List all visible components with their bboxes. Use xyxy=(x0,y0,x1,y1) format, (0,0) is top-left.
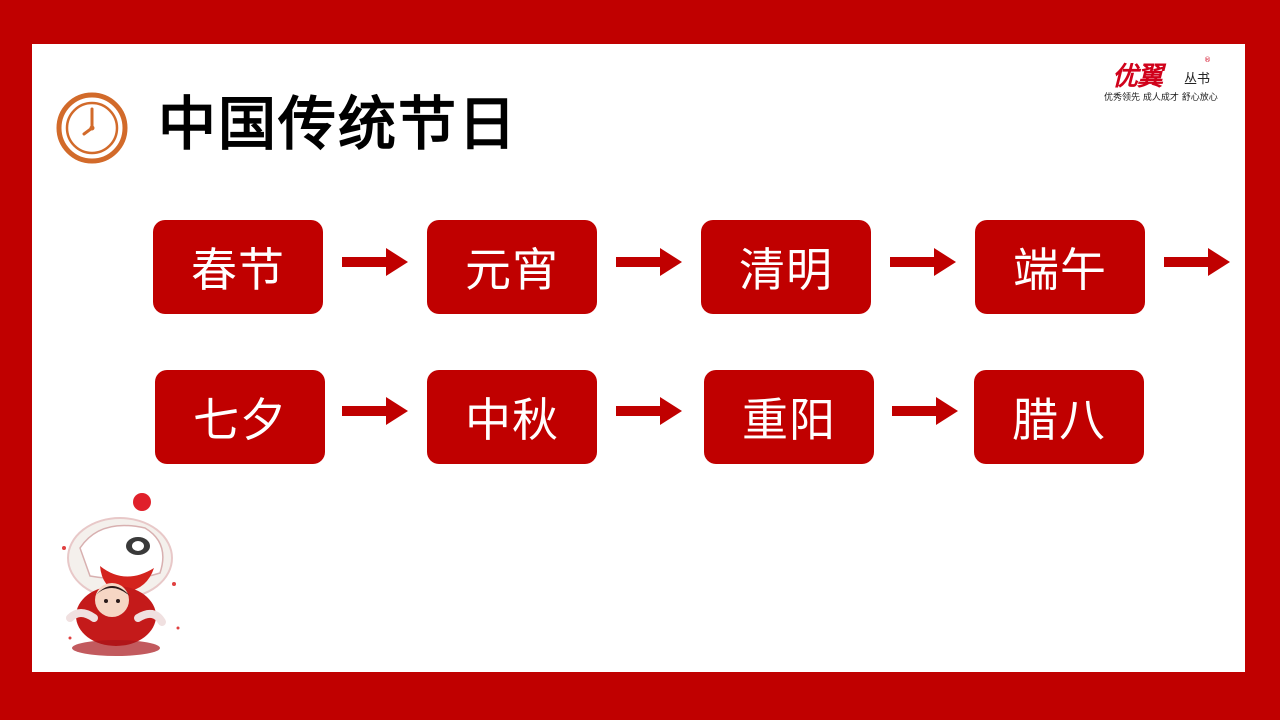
slide: 中国传统节日 优翼 ® 丛书 优秀领先 成人成才 舒心放心 春节 元宵 清明 端… xyxy=(32,44,1245,672)
festival-box-qixi: 七夕 xyxy=(155,370,325,464)
logo-main-text: 优翼 xyxy=(1112,62,1163,92)
page-title: 中国传统节日 xyxy=(158,90,519,158)
arrow-right-icon xyxy=(1164,248,1230,276)
arrow-right-icon xyxy=(616,397,682,425)
logo-registered-mark: ® xyxy=(1204,56,1211,64)
lion-dance-art xyxy=(62,493,180,656)
festival-box-laba: 腊八 xyxy=(974,370,1144,464)
arrow-right-icon xyxy=(890,248,956,276)
festival-box-double-ninth: 重阳 xyxy=(704,370,874,464)
logo-tagline: 优秀领先 成人成才 舒心放心 xyxy=(1104,93,1218,103)
festival-box-mid-autumn: 中秋 xyxy=(427,370,597,464)
brand-logo: 优翼 ® 丛书 优秀领先 成人成才 舒心放心 xyxy=(1092,56,1232,106)
logo-sub-text: 丛书 xyxy=(1184,72,1211,87)
festival-box-qingming: 清明 xyxy=(701,220,871,314)
arrow-right-icon xyxy=(616,248,682,276)
arrow-right-icon xyxy=(342,248,408,276)
clock-icon xyxy=(56,92,128,164)
festival-box-spring: 春节 xyxy=(153,220,323,314)
festival-box-dragon-boat: 端午 xyxy=(975,220,1145,314)
arrow-right-icon xyxy=(892,397,958,425)
arrow-right-icon xyxy=(342,397,408,425)
festival-box-lantern: 元宵 xyxy=(427,220,597,314)
